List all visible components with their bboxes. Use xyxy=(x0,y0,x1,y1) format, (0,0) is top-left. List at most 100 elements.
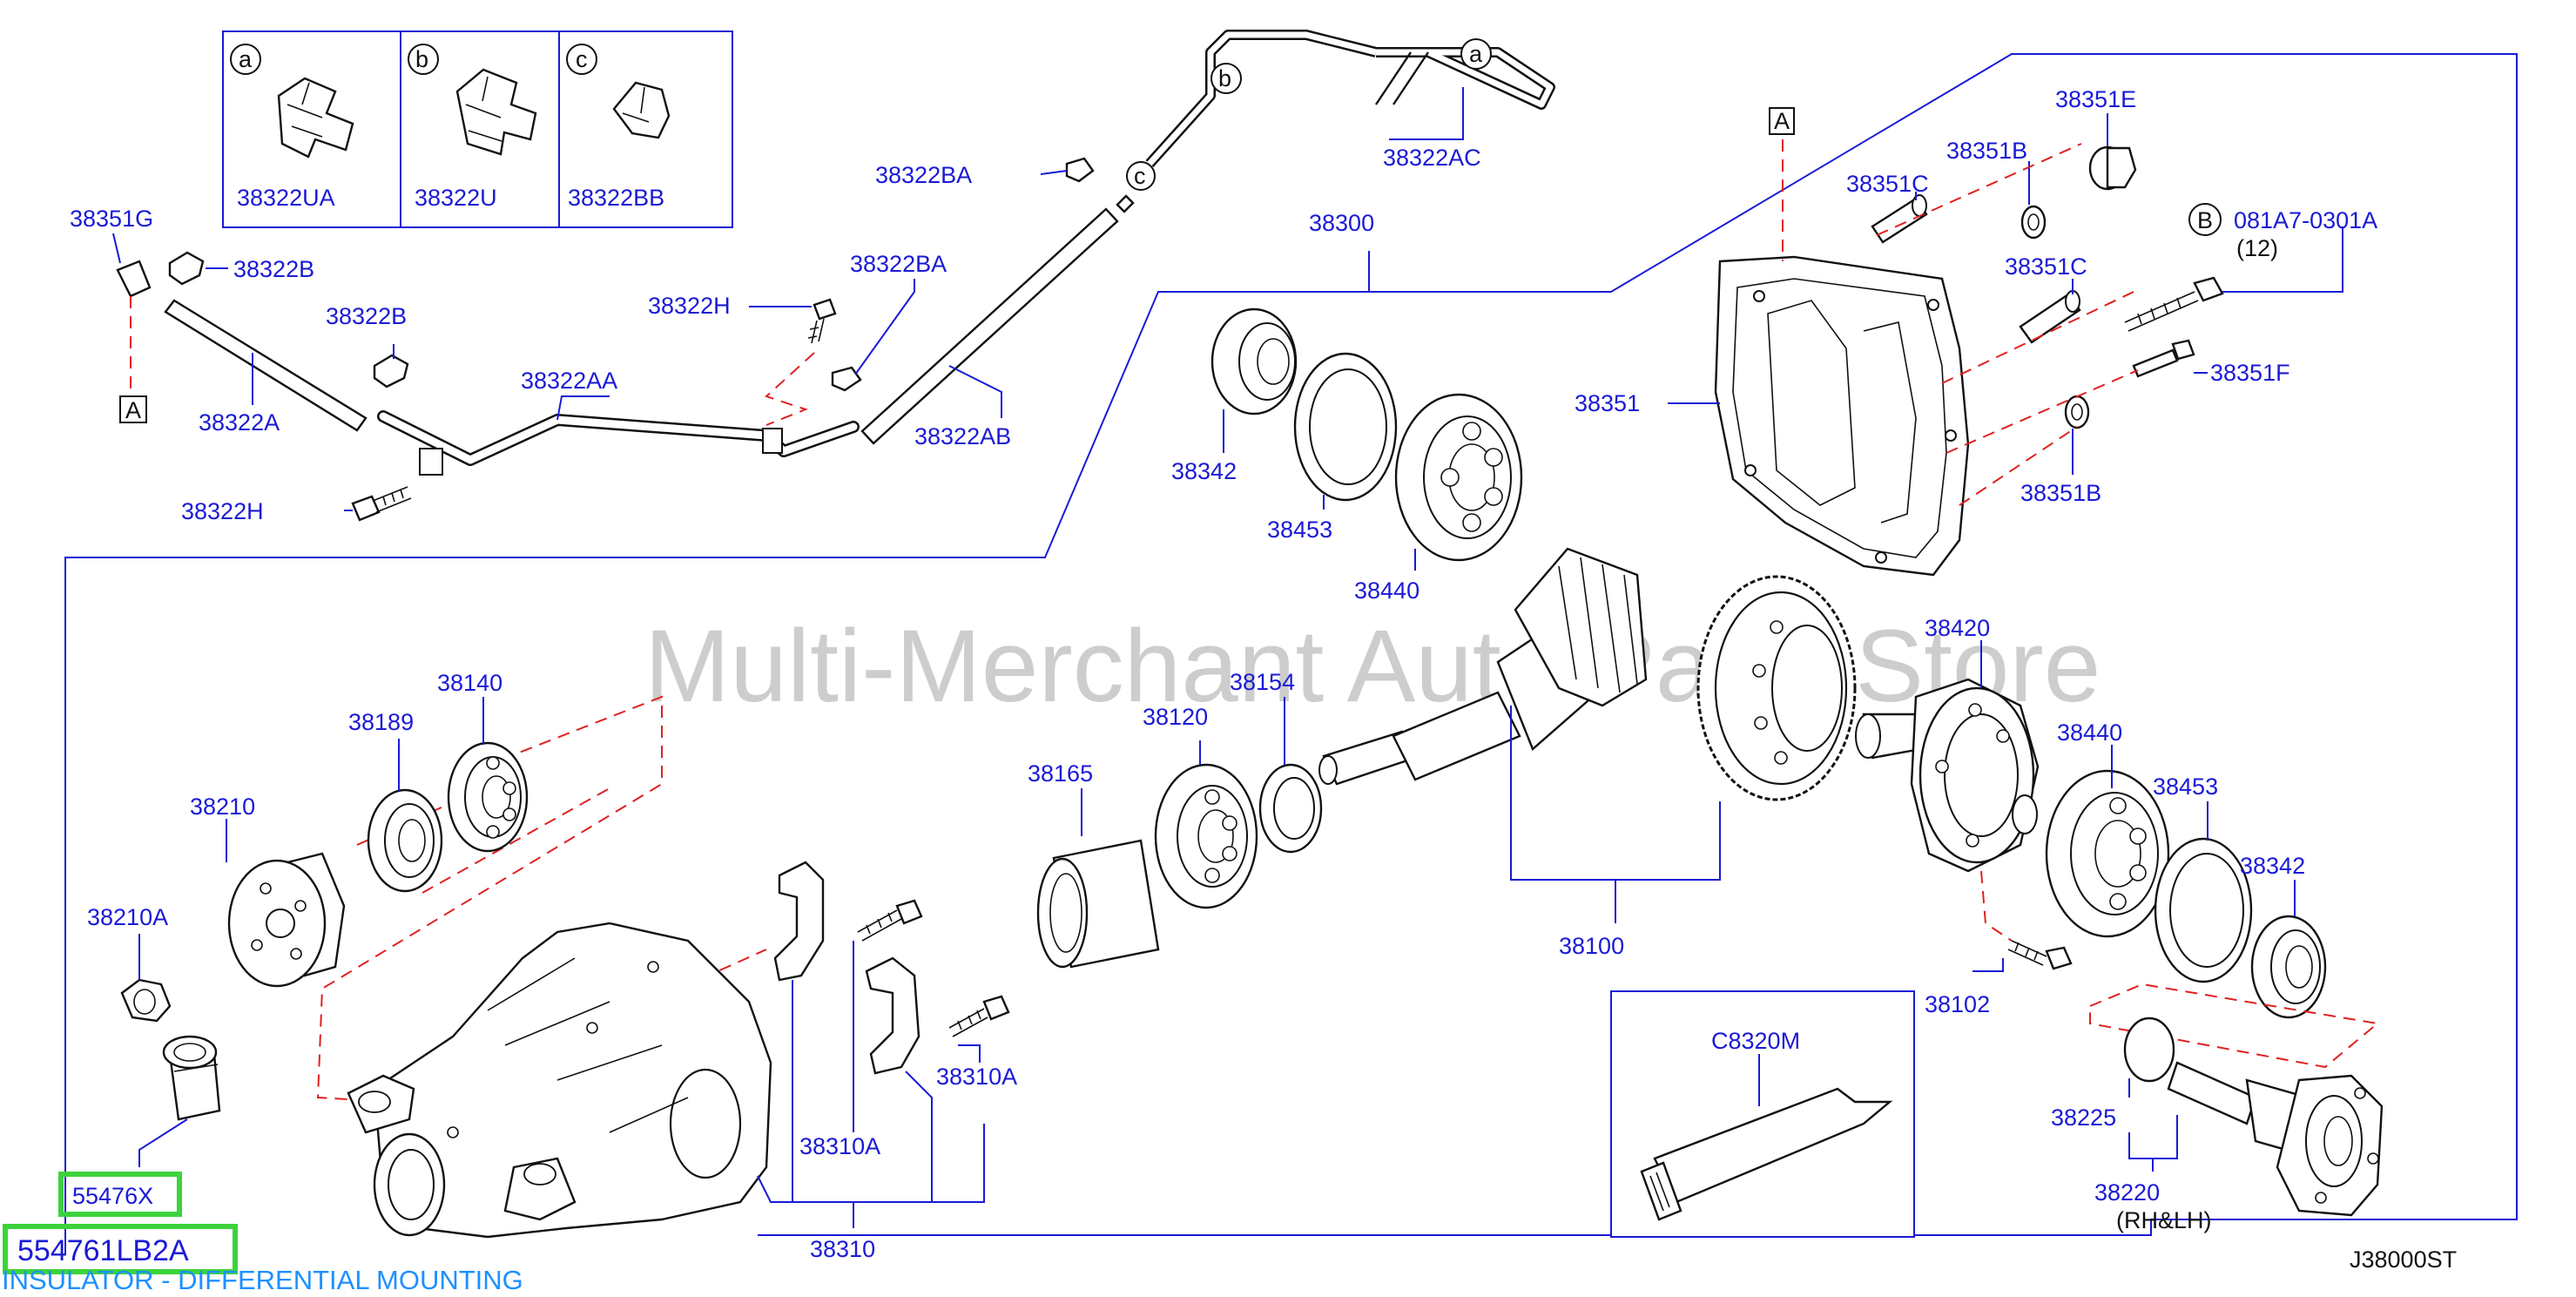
inset-code-c: 38322BB xyxy=(568,185,664,211)
pipe-38322a xyxy=(164,299,368,432)
clip-a-icon xyxy=(277,77,354,159)
bracket-38310-1 xyxy=(773,861,825,982)
ring-gear-38100 xyxy=(1696,575,1857,801)
callout-38210a[interactable]: 38210A xyxy=(87,904,168,930)
callout-38225[interactable]: 38225 xyxy=(2051,1104,2116,1131)
bolt-38351f xyxy=(2132,339,2195,378)
callout-38120[interactable]: 38120 xyxy=(1143,704,1208,730)
callout-38165[interactable]: 38165 xyxy=(1028,760,1093,787)
callout-38351b-1[interactable]: 38351B xyxy=(1946,138,2027,164)
callout-38322ab[interactable]: 38322AB xyxy=(914,423,1011,449)
insulator-55476x[interactable] xyxy=(162,1035,221,1121)
spacer-38165 xyxy=(1036,839,1160,969)
grease-tube-c8320m xyxy=(1640,1087,1893,1221)
callout-38322ba-2[interactable]: 38322BA xyxy=(875,162,972,188)
callout-38351c-2[interactable]: 38351C xyxy=(2005,253,2087,280)
highlight-part-number xyxy=(3,1224,238,1274)
callout-38102[interactable]: 38102 xyxy=(1925,991,1990,1017)
clip-38322ba-1 xyxy=(831,366,862,392)
hose-ref-c: c xyxy=(1134,163,1146,189)
o-ring-38225 xyxy=(2123,1017,2175,1083)
pin-38351c-1 xyxy=(1871,194,1928,244)
callout-38351e[interactable]: 38351E xyxy=(2055,86,2136,112)
callout-38322b-2[interactable]: 38322B xyxy=(326,303,407,329)
flange-38210 xyxy=(227,852,346,988)
callout-38322a[interactable]: 38322A xyxy=(199,409,280,436)
ref-A-cover: A xyxy=(1774,108,1790,134)
callout-38322ac[interactable]: 38322AC xyxy=(1383,145,1481,171)
callout-38300[interactable]: 38300 xyxy=(1309,210,1374,236)
hose-38322ac xyxy=(1147,31,1377,166)
plug-38351e xyxy=(2088,145,2137,191)
callout-38189[interactable]: 38189 xyxy=(348,709,414,735)
watermark-text: Multi-Merchant Auto Parts Store xyxy=(644,609,2101,724)
callout-38453-2[interactable]: 38453 xyxy=(2153,773,2218,800)
grease-box: C8320M xyxy=(1610,990,1915,1238)
ref-A-left: A xyxy=(125,397,141,423)
callout-38322h-1[interactable]: 38322H xyxy=(181,498,264,524)
callout-38322ba-1[interactable]: 38322BA xyxy=(850,251,947,277)
callout-38351b-2[interactable]: 38351B xyxy=(2020,480,2101,506)
assembly-frame xyxy=(64,53,2518,1254)
inset-code-a: 38322UA xyxy=(237,185,335,211)
bracket-38310-2 xyxy=(865,956,920,1075)
clip-b-icon xyxy=(455,68,537,156)
seal-38342-1 xyxy=(1210,307,1298,415)
qty-12: (12) xyxy=(2236,235,2278,261)
seal-38342-2 xyxy=(2250,915,2327,1019)
callout-38220[interactable]: 38220 xyxy=(2094,1179,2160,1206)
callout-38322aa[interactable]: 38322AA xyxy=(521,368,617,394)
callout-38440-2[interactable]: 38440 xyxy=(2057,719,2122,746)
washer-38351b-2 xyxy=(2064,395,2090,429)
diagram-code: J38000ST xyxy=(2350,1246,2457,1273)
inset-ref-c: c xyxy=(576,46,588,72)
callout-38310a-2[interactable]: 38310A xyxy=(936,1064,1017,1090)
callout-38342-1[interactable]: 38342 xyxy=(1171,458,1237,484)
clip-38322b-1 xyxy=(168,251,205,286)
callout-38322b-1[interactable]: 38322B xyxy=(233,256,314,282)
bolt-081a7-0301a xyxy=(2124,276,2224,332)
gear-carrier-housing xyxy=(347,922,772,1239)
callout-38351f[interactable]: 38351F xyxy=(2210,360,2290,386)
side-flange-38220 xyxy=(2167,1061,2384,1217)
hose-ref-a: a xyxy=(1469,41,1483,67)
bearing-38440-2 xyxy=(2045,769,2170,938)
inset-code-b: 38322U xyxy=(415,185,497,211)
race-38453-2 xyxy=(2154,837,2253,983)
seal-38189 xyxy=(367,788,443,893)
part-description: INSULATOR - DIFFERENTIAL MOUNTING xyxy=(2,1265,523,1293)
inset-ref-a: a xyxy=(239,46,253,72)
clip-38322ba-2 xyxy=(1065,157,1095,183)
part-number-link[interactable]: 554761LB2A xyxy=(17,1234,189,1267)
callout-38210[interactable]: 38210 xyxy=(190,794,255,820)
callout-38100[interactable]: 38100 xyxy=(1559,933,1624,959)
washer-38351b-1 xyxy=(2020,205,2047,240)
callout-38453-1[interactable]: 38453 xyxy=(1267,517,1332,543)
ref-B: B xyxy=(2197,207,2213,233)
callout-38420[interactable]: 38420 xyxy=(1925,615,1990,641)
clip-38322b-2 xyxy=(373,354,409,388)
differential-cover-38351 xyxy=(1714,255,1970,577)
callout-38140[interactable]: 38140 xyxy=(437,670,502,696)
callout-38310a-1[interactable]: 38310A xyxy=(799,1133,880,1159)
callout-081a7-0301a[interactable]: 081A7-0301A xyxy=(2234,207,2377,233)
callout-38310[interactable]: 38310 xyxy=(810,1236,875,1262)
callout-38322h-2[interactable]: 38322H xyxy=(648,293,731,319)
inset-ref-b: b xyxy=(415,46,428,72)
drive-pinion-38100 xyxy=(1318,547,1648,786)
clip-c-icon xyxy=(612,81,671,139)
callout-38351[interactable]: 38351 xyxy=(1575,390,1640,416)
bolt-38322h-1 xyxy=(351,486,412,522)
callout-38351c-1[interactable]: 38351C xyxy=(1846,171,1929,197)
bearing-38440-1 xyxy=(1394,393,1523,562)
pipe-38322aa xyxy=(379,412,858,464)
callout-38351g[interactable]: 38351G xyxy=(70,206,153,232)
diff-case-38420 xyxy=(1855,678,2040,873)
callout-38342-2[interactable]: 38342 xyxy=(2240,853,2305,879)
callout-38154[interactable]: 38154 xyxy=(1230,669,1295,695)
pin-38351c-2 xyxy=(2019,290,2081,344)
callout-55476x[interactable]: 55476X xyxy=(72,1183,153,1209)
callout-c8320m[interactable]: C8320M xyxy=(1711,1028,1800,1054)
callout-38440-1[interactable]: 38440 xyxy=(1354,578,1419,604)
